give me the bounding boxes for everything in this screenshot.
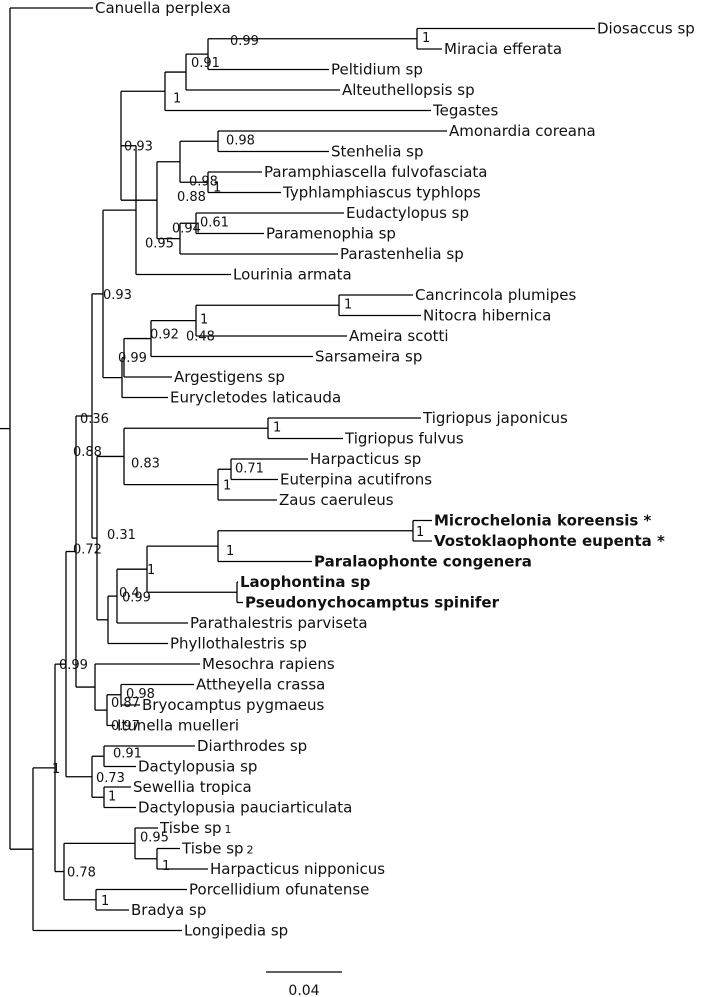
support-value: 0.99	[59, 658, 88, 673]
taxon-label: Longipedia sp	[184, 922, 288, 940]
tree-branches	[0, 7, 595, 932]
support-value: 0.98	[126, 687, 155, 702]
taxon-label: Paramenophia sp	[266, 225, 396, 243]
taxon-label: Parastenhelia sp	[340, 245, 464, 263]
support-value: 1	[108, 789, 116, 804]
taxon-label: Cancrincola plumipes	[415, 286, 577, 304]
support-value: 1	[422, 31, 430, 46]
support-value: 0.91	[191, 56, 220, 71]
support-value: 0.99	[122, 590, 151, 605]
support-value: 0.93	[124, 140, 153, 155]
taxon-label: Phyllothalestris sp	[170, 635, 307, 653]
taxon-label: Miracia efferata	[444, 40, 562, 58]
support-value: 0.94	[172, 221, 201, 236]
taxon-label: Tigriopus fulvus	[344, 430, 464, 448]
taxon-label: Typhlamphiascus typhlops	[282, 184, 481, 202]
support-values: 10.990.9110.980.9810.610.940.950.880.930…	[52, 31, 430, 909]
support-value: 0.91	[113, 746, 142, 761]
taxon-label: Alteuthellopsis sp	[342, 81, 475, 99]
taxon-label: Paramphiascella fulvofasciata	[264, 163, 487, 181]
taxon-label: Sewellia tropica	[133, 778, 252, 796]
taxon-label: Bryocamptus pygmaeus	[142, 696, 325, 714]
support-value: 0.99	[118, 351, 147, 366]
taxon-label: Peltidium sp	[331, 61, 423, 79]
support-value: 0.31	[107, 528, 136, 543]
taxon-label: Tigriopus japonicus	[422, 409, 568, 427]
scale-bar: 0.04	[266, 971, 342, 997]
taxon-label: Sarsameira sp	[315, 348, 422, 366]
support-value: 1	[226, 544, 234, 559]
taxon-label: Amonardia coreana	[449, 122, 596, 140]
support-value: 0.98	[189, 174, 218, 189]
support-value: 0.99	[230, 34, 259, 49]
taxon-label: Canuella perplexa	[95, 0, 231, 17]
support-value: 0.78	[67, 866, 96, 881]
taxon-label: Stenhelia sp	[331, 143, 424, 161]
taxon-label: Itunella muelleri	[117, 717, 239, 735]
taxon-label: Eudactylopus sp	[346, 204, 469, 222]
support-value: 1	[147, 563, 155, 578]
taxon-label: Parathalestris parviseta	[190, 614, 368, 632]
taxon-label: Attheyella crassa	[196, 676, 325, 694]
support-value: 0.95	[140, 830, 169, 845]
support-value: 0.4	[119, 586, 140, 601]
support-value: 0.73	[96, 771, 125, 786]
taxon-label: Eurycletodes laticauda	[170, 389, 341, 407]
support-value: 1	[416, 525, 424, 540]
support-value: 1	[223, 479, 231, 494]
support-value: 1	[101, 894, 109, 909]
taxon-label: Tegastes	[432, 102, 498, 120]
support-value: 0.92	[150, 328, 179, 343]
taxon-label: Harpacticus sp	[310, 450, 421, 468]
taxon-label: Diarthrodes sp	[197, 737, 307, 755]
support-value: 0.72	[73, 543, 102, 558]
taxon-label: Euterpina acutifrons	[280, 471, 432, 489]
support-value: 0.88	[73, 445, 102, 460]
taxon-label: Pseudonychocamptus spinifer	[245, 594, 500, 612]
taxon-label: Paralaophonte congenera	[314, 553, 532, 571]
taxon-label: Zaus caeruleus	[279, 491, 394, 509]
taxon-label: Argestigens sp	[174, 368, 285, 386]
support-value: 1	[52, 762, 60, 777]
taxon-label: Laophontina sp	[240, 573, 371, 591]
support-value: 0.98	[226, 133, 255, 148]
support-value: 0.36	[80, 412, 109, 427]
taxon-label: Mesochra rapiens	[202, 655, 335, 673]
support-value: 1	[344, 297, 352, 312]
support-value: 0.88	[177, 190, 206, 205]
support-value: 0.97	[111, 719, 140, 734]
taxon-label: Diosaccus sp	[597, 20, 695, 38]
support-value: 1	[173, 91, 181, 106]
taxon-label: Harpacticus nipponicus	[210, 860, 385, 878]
support-value: 0.71	[235, 461, 264, 476]
support-value: 0.87	[111, 696, 140, 711]
support-value: 0.48	[186, 330, 215, 345]
support-value: 0.61	[200, 215, 229, 230]
taxon-label: Microchelonia koreensis *	[434, 512, 652, 530]
support-value: 1	[273, 420, 281, 435]
support-value: 1	[213, 180, 221, 195]
taxon-label: Dactylopusia pauciarticulata	[138, 799, 352, 817]
taxon-label: Vostoklaophonte eupenta *	[434, 532, 665, 550]
support-value: 0.93	[103, 288, 132, 303]
support-value: 0.95	[145, 237, 174, 252]
taxon-label: Nitocra hibernica	[423, 307, 551, 325]
taxon-label: Dactylopusia sp	[138, 758, 257, 776]
support-value: 1	[162, 859, 170, 874]
taxon-label: Ameira scotti	[349, 327, 449, 345]
support-value: 0.83	[131, 456, 160, 471]
taxon-label: Bradya sp	[131, 901, 206, 919]
support-value: 1	[200, 313, 208, 328]
scale-bar-label: 0.04	[288, 983, 319, 997]
taxon-label: Lourinia armata	[233, 266, 352, 284]
taxon-label: Porcellidium ofunatense	[189, 881, 369, 899]
